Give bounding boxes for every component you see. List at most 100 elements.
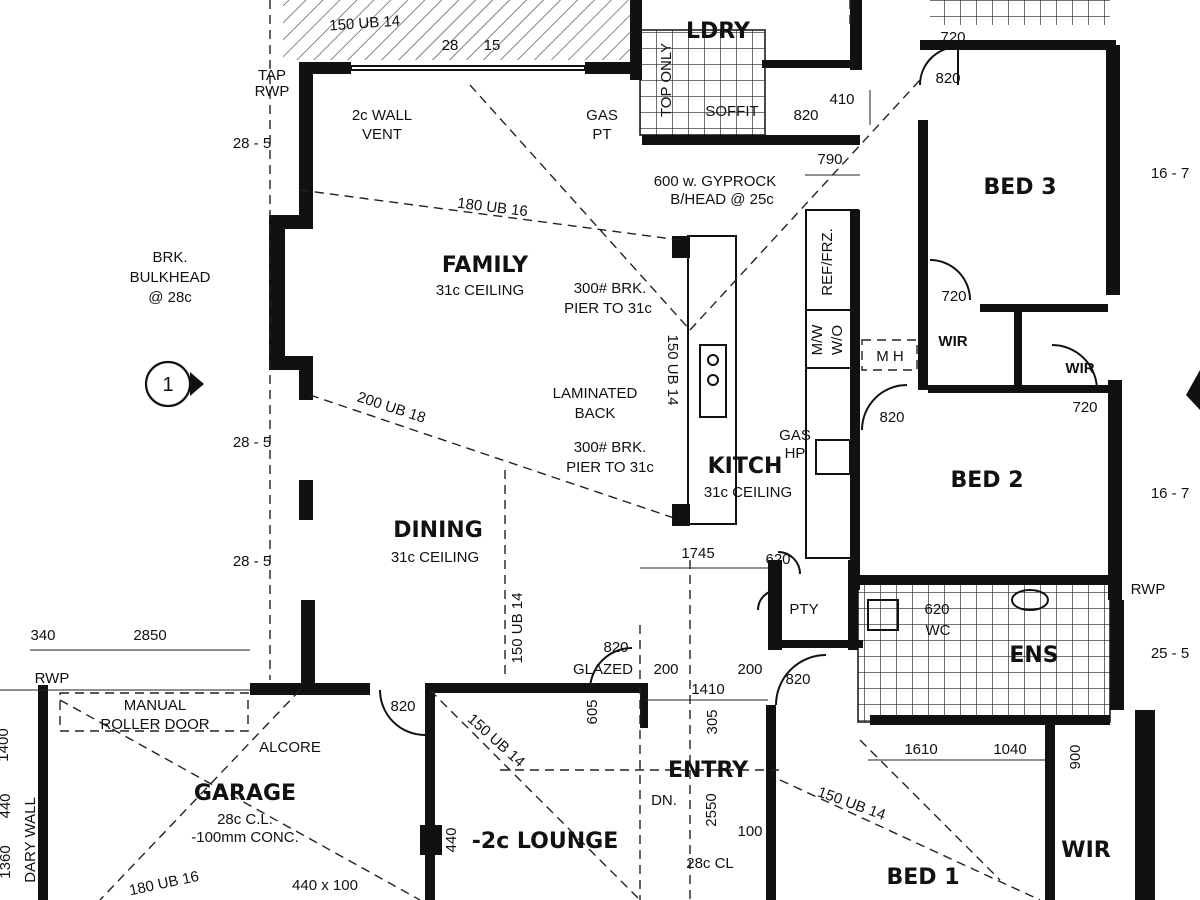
dim-1040: 1040 [993,741,1026,758]
dim-605: 605 [584,699,601,724]
beam-label-1: 150 UB 14 [329,13,401,35]
room-wir-bed2: WIR [1065,360,1094,377]
room-wir-bed3: WIR [938,333,967,350]
section-marker-label: 1 [162,374,173,396]
dim-28-5-b: 28 - 5 [233,434,271,451]
boundary-wall-label: DARY WALL [22,797,39,883]
dim-2550: 2550 [703,793,720,826]
room-kitchen: KITCH [708,454,783,479]
dim-900: 900 [1067,744,1084,769]
roller-door [59,692,249,732]
kitchen-island [687,235,737,525]
dim-340: 340 [30,627,55,644]
rwp-right: RWP [1131,581,1166,598]
room-bed3: BED 3 [983,175,1056,200]
ensuite-tiles [857,581,1111,723]
dim-410: 410 [829,91,854,108]
room-laundry: LDRY [686,19,751,44]
dim-820-entry: 820 [785,671,810,688]
beam-label-4: 150 UB 14 [664,335,681,406]
dim-1410: 1410 [691,681,724,698]
dimension-lines [0,90,1045,761]
gyprock-line1: 600 w. GYPROCK [654,173,777,190]
room-wc: WC [926,622,951,639]
wall-vent-line1: 2c WALL [352,107,412,124]
wall-vent-line2: VENT [362,126,402,143]
sink [699,344,727,418]
room-dining: DINING [393,518,483,543]
beam-label-8: 180 UB 16 [128,868,201,899]
dim-2850: 2850 [133,627,166,644]
pier-bot-line2: PIER TO 31c [566,459,654,476]
dim-820-bed2: 820 [879,409,904,426]
room-entry: ENTRY [668,758,749,783]
pier-bot-line1: 300# BRK. [574,439,647,456]
laminated-line1: LAMINATED [553,385,638,402]
dim-620-wc: 620 [924,601,949,618]
dim-440-b: 440 [0,793,14,818]
dim-1400: 1400 [0,728,12,761]
dim-820-ldry: 820 [793,107,818,124]
beam-label-3: 200 UB 18 [355,389,428,427]
mw-label: M/W [809,324,826,356]
rwp-top: RWP [255,83,290,100]
dim-16-7-a: 16 - 7 [1151,165,1189,182]
soffit-label: SOFFIT [705,103,758,120]
room-bed2: BED 2 [950,468,1023,493]
entry-cl: 28c CL [686,855,734,872]
gyprock-line2: B/HEAD @ 25c [670,191,774,208]
kitchen-ceiling: 31c CEILING [704,484,792,501]
beam-label-2: 180 UB 16 [456,195,528,221]
alcore-label: ALCORE [259,739,321,756]
dim-200-b: 200 [737,661,762,678]
doors [379,45,1099,736]
brk-bulkhead-line1: BRK. [152,249,187,266]
size-440x100: 440 x 100 [292,877,358,894]
dn-label: DN. [651,792,677,809]
gas-hp-line2: HP [785,445,806,462]
dim-620: 620 [765,551,790,568]
dim-25-5: 25 - 5 [1151,645,1189,662]
gas-pt-line2: PT [592,126,611,143]
dim-100: 100 [737,823,762,840]
beam-label-5: 150 UB 14 [509,593,526,664]
laundry-tiles [639,29,766,136]
wo-label: W/O [829,325,846,355]
dim-305: 305 [704,709,721,734]
dim-1745: 1745 [681,545,714,562]
room-family: FAMILY [442,253,529,278]
dim-16-7-b: 16 - 7 [1151,485,1189,502]
dim-720-bed3: 720 [941,288,966,305]
dim-200-a: 200 [653,661,678,678]
room-lounge: -2c LOUNGE [472,829,618,854]
section-marker-right [1186,370,1200,410]
manhole [861,339,918,371]
wc-pan [867,599,899,631]
room-manhole: M H [876,348,904,365]
beam-lines [59,0,1041,900]
gas-pt-line1: GAS [586,107,618,124]
dim-720-top: 720 [940,29,965,46]
dim-1610: 1610 [904,741,937,758]
room-labels: FAMILY DINING KITCH BED 3 BED 2 BED 1 GA… [194,19,1111,890]
dim-790: 790 [817,151,842,168]
porch-hatch [283,0,633,60]
room-ensuite: ENS [1009,643,1058,668]
gas-hp-line1: GAS [779,427,811,444]
beam-label-7: 150 UB 14 [815,784,887,824]
dim-28-5-c: 28 - 5 [233,553,271,570]
walls [38,0,1155,900]
tap-label: TAP [258,67,286,84]
room-pantry: PTY [789,601,818,618]
dim-15: 15 [484,37,501,54]
garage-conc: -100mm CONC. [191,829,299,846]
dim-820-glazed: 820 [603,639,628,656]
dim-720-wir2: 720 [1072,399,1097,416]
brk-bulkhead-line2: BULKHEAD [130,269,211,286]
pier-top-line1: 300# BRK. [574,280,647,297]
family-ceiling: 31c CEILING [436,282,524,299]
cooktop [815,439,851,475]
dim-820-lounge: 820 [390,698,415,715]
dim-820-top: 820 [935,70,960,87]
